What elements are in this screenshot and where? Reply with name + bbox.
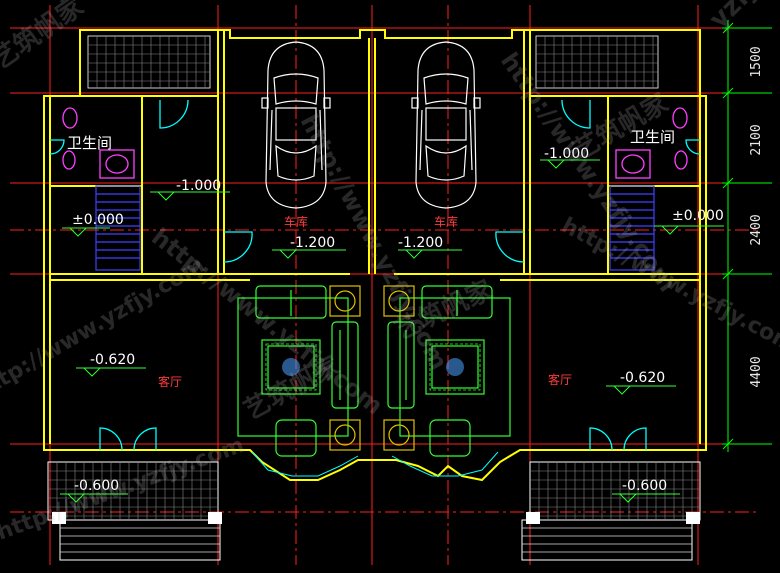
dimension-label: 4400 — [749, 356, 764, 387]
elevation-label: ±0.000 — [72, 212, 124, 228]
walls — [43, 29, 707, 482]
elevation-label: -0.600 — [74, 478, 119, 494]
room-label-bathroom-left: 卫生间 — [67, 134, 112, 152]
watermark-text: 艺筑帆家 — [0, 0, 89, 76]
dimension-chain — [722, 20, 772, 452]
dimension-label: 2100 — [749, 124, 764, 155]
elevation-label: -0.600 — [622, 478, 667, 494]
stair-right — [609, 185, 655, 271]
side-tables — [329, 285, 415, 451]
planter-hatch — [87, 35, 659, 89]
elevation-label: -1.200 — [290, 235, 335, 251]
elevation-label: ±0.000 — [672, 208, 724, 224]
car-left — [261, 41, 331, 209]
dimension-label: 2400 — [749, 214, 764, 245]
hatch-lines — [88, 36, 658, 88]
elevation-markers — [60, 159, 724, 503]
elevation-label: -0.620 — [90, 352, 135, 368]
elevation-label: -0.620 — [620, 370, 665, 386]
living-furniture-left — [237, 285, 359, 457]
room-label-garage-right: 车库 — [434, 214, 458, 229]
stair-left — [95, 185, 141, 271]
hatch-lines — [48, 462, 700, 520]
room-label-garage-left: 车库 — [284, 214, 308, 229]
watermark-text: yzfj — [704, 0, 762, 35]
bathroom-fixtures — [62, 107, 688, 179]
watermark-text: 艺筑帆家 — [568, 87, 674, 166]
watermark-layer: http://www.yzfjy.com http://www.yzfjy.co… — [0, 0, 780, 546]
room-label-living-right: 客厅 — [548, 372, 572, 387]
elevation-label: -1.000 — [544, 146, 589, 162]
porch-steps — [60, 527, 692, 553]
living-furniture-right — [387, 285, 511, 457]
doors — [49, 99, 701, 451]
car-right — [411, 41, 481, 209]
elevation-label: -1.000 — [176, 178, 221, 194]
porch-hatch — [47, 461, 701, 561]
room-label-living-left: 客厅 — [158, 374, 182, 389]
dimension-label: 1500 — [749, 46, 764, 77]
porch-posts — [52, 512, 700, 524]
rug-centers — [282, 358, 464, 376]
bay-window — [251, 451, 499, 477]
room-label-bathroom-right: 卫生间 — [630, 128, 675, 146]
elevation-label: -1.200 — [398, 235, 443, 251]
watermark-text: http://www.yzfjy.com — [557, 213, 780, 358]
center-lines — [10, 5, 760, 565]
rugs — [265, 343, 481, 391]
